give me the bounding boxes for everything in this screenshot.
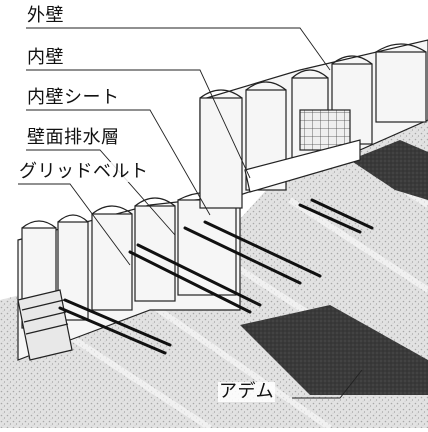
adem-mats: [240, 140, 428, 395]
label-wall-drainage-layer: 壁面排水層: [26, 127, 121, 148]
label-grid-belt: グリッドベルト: [18, 161, 150, 182]
label-outer-wall: 外壁: [26, 5, 65, 26]
lower-wall: [17, 191, 241, 361]
leader-lines: [18, 27, 363, 399]
label-inner-wall: 内壁: [26, 47, 65, 68]
grid-belts: [58, 198, 374, 355]
label-inner-wall-sheet: 内壁シート: [26, 87, 121, 108]
label-adem: アデム: [218, 381, 276, 402]
upper-wall: [199, 39, 428, 209]
